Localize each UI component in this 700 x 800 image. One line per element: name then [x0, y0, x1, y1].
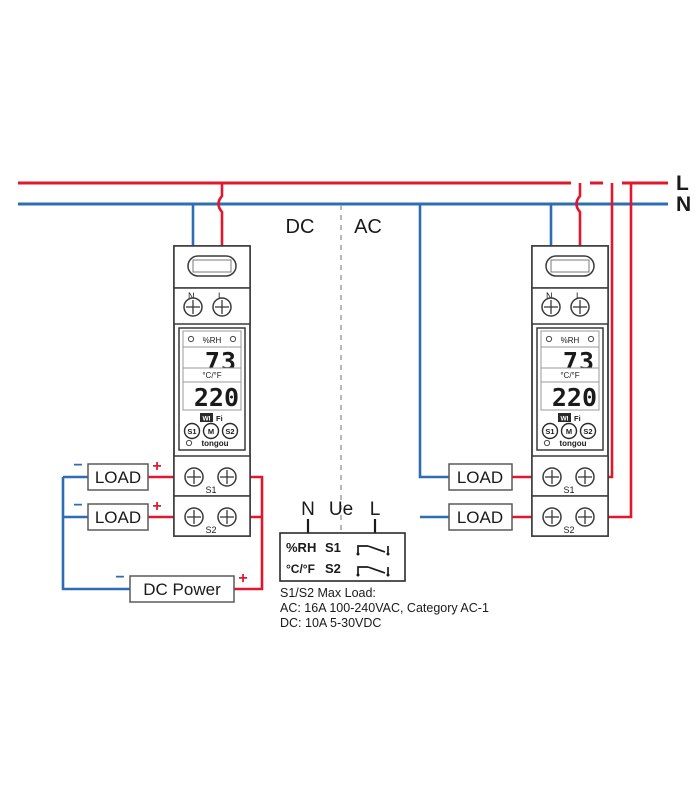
device-ac-wifi-badge-text: WI	[561, 416, 569, 423]
device-ac-screw-s1-right[interactable]	[575, 467, 595, 487]
device-ac-screw-s2-left[interactable]	[542, 507, 562, 527]
legend-terminal-n: N	[301, 499, 315, 520]
legend-row-2-sensor: °C/°F	[286, 562, 315, 576]
device-dc-button-s1[interactable]: S1	[183, 422, 201, 440]
device-ac-button-s1-label: S1	[545, 427, 554, 436]
dc-load-2-plus: +	[152, 498, 161, 515]
bus-lines	[18, 181, 668, 206]
dc-load-2-label: LOAD	[95, 508, 141, 527]
device-ac-led-left	[545, 335, 553, 343]
ac-load-1: LOAD	[448, 463, 513, 491]
device-ac-screw-l[interactable]	[570, 297, 590, 317]
device-ac-screw-s2-right[interactable]	[575, 507, 595, 527]
device-dc-button-s2-label: S2	[225, 427, 234, 436]
device-dc-screw-n[interactable]	[183, 297, 203, 317]
device-dc-wifi-label: Fi	[216, 414, 223, 423]
dc-wire-l-drop	[217, 183, 224, 292]
bus-label-l: L	[676, 172, 689, 195]
device-ac-button-s2-label: S2	[583, 427, 592, 436]
bus-label-n: N	[676, 193, 691, 216]
legend-schematic: N Ue L %RH S1 °C/°F S2 S1/S2 Max Load	[279, 499, 489, 630]
device-ac-button-s2[interactable]: S2	[579, 422, 597, 440]
legend-row-1-sensor: %RH	[286, 540, 316, 555]
device-dc-button-s1-label: S1	[187, 427, 196, 436]
device-ac-relay-s1-label: S1	[563, 485, 574, 495]
dc-load-2-minus: −	[73, 497, 82, 514]
dc-load-1-minus: −	[73, 457, 82, 474]
device-dc-screw-s1-right[interactable]	[217, 467, 237, 487]
dc-load-2: LOAD − +	[73, 497, 162, 531]
device-dc-wifi-badge	[200, 413, 213, 422]
device-ac-screw-n[interactable]	[541, 297, 561, 317]
dc-power-label: DC Power	[143, 580, 221, 599]
ac-load-2: LOAD	[448, 503, 513, 531]
dc-negative-rail	[61, 477, 130, 591]
device-ac-temperature-screen	[540, 381, 600, 411]
legend-row-2-relay: S2	[325, 561, 341, 576]
device-ac-button-s1[interactable]: S1	[541, 422, 559, 440]
device-dc-terminal-n-label: N	[188, 291, 195, 301]
device-dc-wifi-badge-text: WI	[203, 416, 211, 423]
device-dc-rh-unit: %RH	[203, 336, 222, 345]
device-ac[interactable]: N L %RH 73 °C/°F 220 WI Fi S1	[531, 245, 609, 537]
device-dc-button-s2[interactable]: S2	[221, 422, 239, 440]
device-dc-screw-s1-left[interactable]	[184, 467, 204, 487]
device-dc-temperature-value: 220	[194, 383, 239, 412]
device-dc[interactable]: N L %RH 73 °C/°F 220 WI Fi	[173, 245, 251, 537]
device-dc-temperature-screen	[182, 381, 242, 411]
device-ac-button-m[interactable]: M	[560, 422, 578, 440]
dc-power-plus: +	[238, 570, 247, 587]
device-dc-screw-l[interactable]	[212, 297, 232, 317]
device-dc-screw-s2-right[interactable]	[217, 507, 237, 527]
device-dc-temp-unit: °C/°F	[202, 371, 221, 380]
legend-contact-s1-icon	[356, 545, 390, 556]
dc-load-1-plus: +	[152, 458, 161, 475]
ac-load-1-label: LOAD	[457, 468, 503, 487]
device-ac-temp-unit: °C/°F	[560, 371, 579, 380]
device-ac-led-right	[587, 335, 595, 343]
dc-load-1-label: LOAD	[95, 468, 141, 487]
device-dc-brand: tongou	[201, 439, 228, 448]
legend-terminal-l: L	[370, 499, 381, 520]
device-ac-din-clip-inner	[550, 259, 590, 273]
ac-wire-l-drop	[575, 183, 582, 292]
device-dc-button-m-label: M	[208, 427, 214, 436]
legend-row-1-relay: S1	[325, 540, 341, 555]
legend-contact-s2-icon	[356, 566, 390, 577]
device-dc-led-right	[229, 335, 237, 343]
device-dc-relay-s1-label: S1	[205, 485, 216, 495]
device-ac-wifi-badge	[558, 413, 571, 422]
device-dc-terminal-l-label: L	[218, 291, 223, 301]
ac-neutral-feeder	[418, 204, 449, 479]
device-dc-screw-s2-left[interactable]	[184, 507, 204, 527]
device-dc-relay-s2-label: S2	[205, 525, 216, 535]
device-ac-relay-block-s1	[531, 455, 609, 497]
legend-spec-line-2: AC: 16A 100-240VAC, Category AC-1	[280, 601, 489, 615]
device-dc-status-led	[185, 439, 193, 447]
dc-load-1: LOAD − +	[73, 457, 162, 491]
zone-label-ac: AC	[354, 216, 382, 238]
device-ac-status-led	[543, 439, 551, 447]
device-ac-rh-unit: %RH	[561, 336, 580, 345]
dc-power-minus: −	[115, 569, 124, 586]
legend-terminal-ue: Ue	[329, 499, 353, 520]
device-ac-wifi-label: Fi	[574, 414, 581, 423]
device-ac-brand: tongou	[559, 439, 586, 448]
device-ac-screw-s1-left[interactable]	[542, 467, 562, 487]
device-ac-terminal-l-label: L	[576, 291, 581, 301]
dc-power-supply: DC Power − +	[115, 569, 248, 603]
device-dc-button-m[interactable]: M	[202, 422, 220, 440]
device-dc-led-left	[187, 335, 195, 343]
device-ac-button-m-label: M	[566, 427, 572, 436]
device-ac-temperature-value: 220	[552, 383, 597, 412]
legend-spec-line-3: DC: 10A 5-30VDC	[280, 616, 381, 630]
device-dc-din-clip-inner	[192, 259, 232, 273]
legend-spec-line-1: S1/S2 Max Load:	[280, 586, 376, 600]
device-ac-relay-s2-label: S2	[563, 525, 574, 535]
zone-label-dc: DC	[286, 216, 315, 238]
device-ac-terminal-n-label: N	[546, 291, 553, 301]
ac-load-2-label: LOAD	[457, 508, 503, 527]
